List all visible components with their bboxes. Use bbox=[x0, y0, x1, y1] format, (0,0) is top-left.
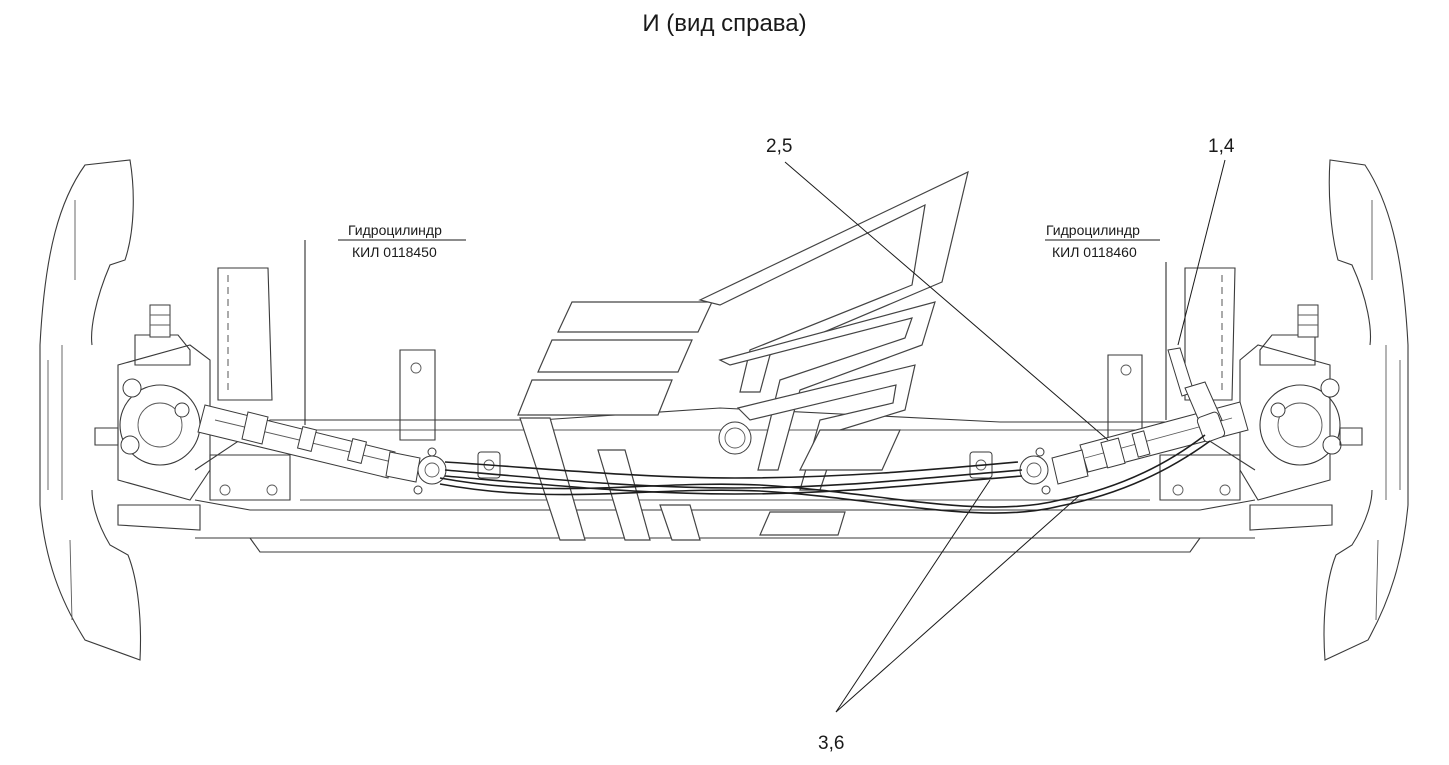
callout-1-4: 1,4 bbox=[1208, 136, 1235, 157]
logo-watermark bbox=[517, 170, 969, 541]
right-wheel bbox=[1323, 159, 1409, 661]
right-cylinder-name: Гидроцилиндр bbox=[1046, 222, 1140, 238]
left-cylinder-name: Гидроцилиндр bbox=[348, 222, 442, 238]
left-wheel bbox=[39, 159, 142, 661]
left-hub bbox=[94, 304, 211, 531]
left-cylinder-code: КИЛ 0118450 bbox=[352, 244, 437, 260]
callout-3-6: 3,6 bbox=[818, 733, 845, 754]
right-cylinder-code: КИЛ 0118460 bbox=[1052, 244, 1137, 260]
right-hub bbox=[1239, 304, 1363, 531]
right-brackets bbox=[1107, 267, 1241, 501]
right-hydraulic-cylinder bbox=[1019, 347, 1249, 495]
left-brackets bbox=[209, 267, 436, 501]
leader-lines bbox=[304, 159, 1226, 713]
left-hydraulic-cylinder bbox=[197, 404, 447, 495]
view-title: И (вид справа) bbox=[642, 10, 807, 37]
callout-2-5: 2,5 bbox=[766, 136, 793, 157]
hoses bbox=[439, 434, 1211, 514]
